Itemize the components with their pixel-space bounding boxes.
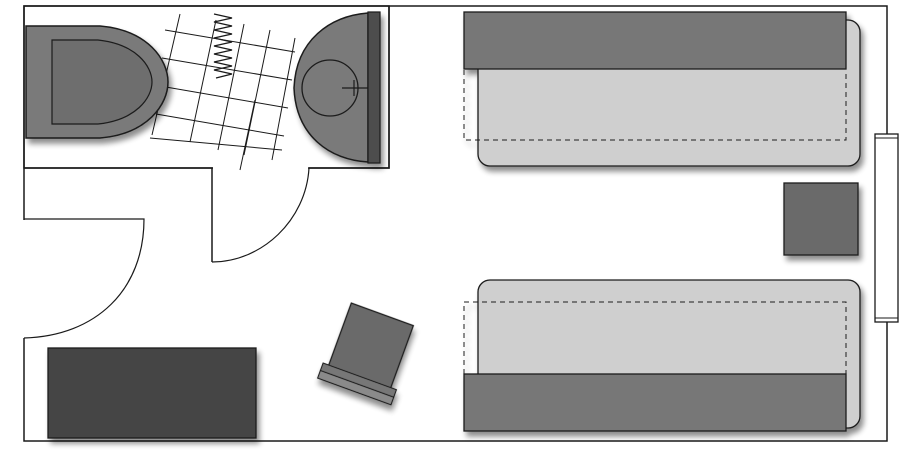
- bottom-bed: [463, 279, 861, 432]
- bathtub: [25, 25, 169, 139]
- bathroom-wall: [23, 5, 390, 169]
- dresser: [47, 347, 257, 439]
- top-bed: [463, 11, 861, 167]
- armchair: [316, 302, 415, 406]
- bathroom-door-swing: [211, 167, 310, 263]
- shower-grid: [149, 13, 296, 171]
- window: [874, 133, 899, 323]
- toilet: [293, 11, 381, 164]
- entry-door-swing: [23, 218, 145, 339]
- nightstand: [783, 182, 859, 256]
- radiator-coil: [213, 13, 233, 79]
